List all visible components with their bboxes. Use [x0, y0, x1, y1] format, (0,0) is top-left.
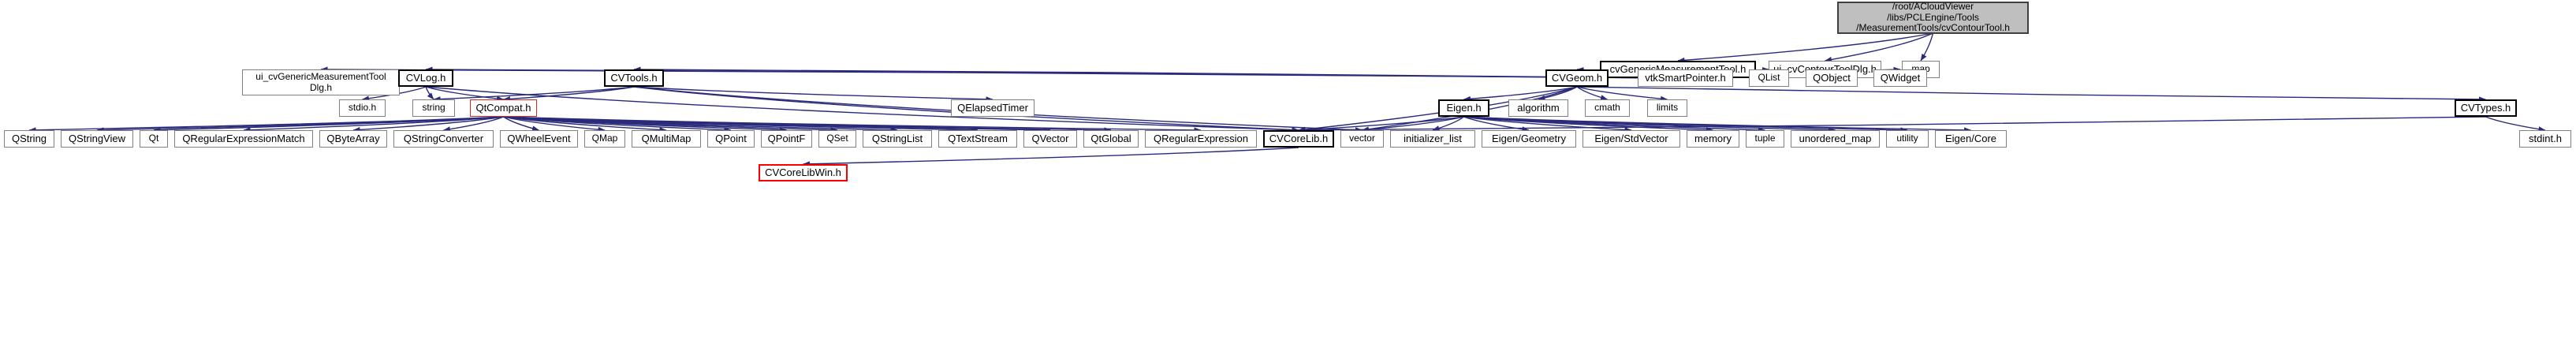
graph-node-unorderedmap[interactable]: unordered_map: [1791, 130, 1880, 148]
graph-edge-cvgeom-to-eigenh: [1463, 86, 1578, 102]
graph-edge-eigenh-to-cvcorelib: [1298, 116, 1464, 133]
graph-node-cvtools[interactable]: CVTools.h: [604, 69, 664, 87]
graph-node-qtextstream[interactable]: QTextStream: [938, 130, 1017, 148]
graph-edge-eigenh-to-utility: [1463, 116, 1908, 133]
graph-edge-qtcompat-to-qregexmatch: [243, 116, 504, 133]
graph-edge-qtcompat-to-qt: [153, 116, 504, 133]
graph-node-stdint[interactable]: stdint.h: [2519, 130, 2571, 148]
graph-edge-root-to-map: [1920, 32, 1934, 62]
graph-edge-cvcorelib-to-cvcorelibwin: [803, 147, 1299, 167]
graph-edge-cvgeom-to-limits: [1576, 86, 1668, 102]
graph-node-cvcorelib[interactable]: CVCoreLib.h: [1263, 130, 1334, 148]
graph-node-utility[interactable]: utility: [1886, 130, 1929, 148]
graph-node-eigenstdvec[interactable]: Eigen/StdVector: [1583, 130, 1680, 148]
graph-node-tuple[interactable]: tuple: [1746, 130, 1784, 148]
graph-node-qt[interactable]: Qt: [140, 130, 168, 148]
graph-edge-eigenh-to-eigengeom: [1463, 116, 1530, 133]
graph-node-qmap[interactable]: QMap: [584, 130, 625, 148]
graph-node-qwheelevent[interactable]: QWheelEvent: [500, 130, 578, 148]
graph-node-qtcompat[interactable]: QtCompat.h: [470, 99, 537, 117]
graph-node-qmultimap[interactable]: QMultiMap: [632, 130, 701, 148]
graph-node-vtksmart[interactable]: vtkSmartPointer.h: [1638, 69, 1733, 87]
graph-edge-cvlog-to-qtcompat: [425, 86, 504, 102]
graph-edge-qtcompat-to-qbytearray: [352, 116, 504, 133]
graph-node-qstringconv[interactable]: QStringConverter: [393, 130, 494, 148]
graph-node-algorithm[interactable]: algorithm: [1508, 99, 1568, 117]
graph-edge-cvtypes-to-stdint: [2485, 116, 2546, 133]
graph-node-qpoint[interactable]: QPoint: [707, 130, 755, 148]
graph-node-qwidget[interactable]: QWidget: [1873, 69, 1927, 87]
graph-node-root[interactable]: /root/ACloudViewer /libs/PCLEngine/Tools…: [1837, 2, 2029, 34]
graph-node-qstringview[interactable]: QStringView: [61, 130, 133, 148]
graph-edge-eigenh-to-eigenstdvec: [1463, 116, 1632, 133]
graph-edge-qtcompat-to-qstringconv: [443, 116, 504, 133]
graph-node-qvector[interactable]: QVector: [1023, 130, 1077, 148]
graph-node-qelapsed[interactable]: QElapsedTimer: [951, 99, 1035, 117]
graph-node-eigengeom[interactable]: Eigen/Geometry: [1482, 130, 1576, 148]
graph-node-uigmtdlg[interactable]: ui_cvGenericMeasurementTool Dlg.h: [242, 69, 400, 95]
graph-node-cvlog[interactable]: CVLog.h: [398, 69, 453, 87]
graph-node-cvgeom[interactable]: CVGeom.h: [1545, 69, 1609, 87]
graph-node-qtglobal[interactable]: QtGlobal: [1083, 130, 1139, 148]
graph-node-qstring[interactable]: QString: [4, 130, 54, 148]
graph-node-qbytearray[interactable]: QByteArray: [319, 130, 387, 148]
graph-node-qregexmatch[interactable]: QRegularExpressionMatch: [174, 130, 313, 148]
graph-edge-root-to-uicvctd: [1825, 32, 1933, 62]
graph-edge-root-to-cvgmt: [1677, 32, 1933, 63]
graph-node-vector[interactable]: vector: [1340, 130, 1384, 148]
graph-edge-qtcompat-to-qregex: [503, 116, 1202, 133]
graph-edge-cvgeom-to-cvtypes: [1576, 86, 2486, 103]
graph-edge-qtcompat-to-qwheelevent: [503, 116, 539, 132]
graph-edge-cvtools-to-qelapsed: [633, 86, 993, 103]
graph-node-limits[interactable]: limits: [1647, 99, 1687, 117]
graph-node-string[interactable]: string: [412, 99, 455, 117]
graph-edge-cvlog-to-cvcorelib: [425, 86, 1299, 133]
graph-edge-cvlog-to-string: [425, 86, 434, 100]
graph-node-cvtypes[interactable]: CVTypes.h: [2455, 99, 2517, 117]
graph-node-memory[interactable]: memory: [1687, 130, 1739, 148]
graph-node-eigenh[interactable]: Eigen.h: [1438, 99, 1489, 117]
graph-edge-cvgeom-to-cmath: [1576, 86, 1608, 100]
graph-node-initlist[interactable]: initializer_list: [1390, 130, 1475, 148]
graph-node-eigencore[interactable]: Eigen/Core: [1935, 130, 2007, 148]
graph-node-qpointf[interactable]: QPointF: [761, 130, 812, 148]
graph-node-cvcorelibwin[interactable]: CVCoreLibWin.h: [759, 164, 848, 181]
graph-edge-cvtools-to-qtcompat: [503, 86, 635, 102]
graph-edge-qtcompat-to-qstring: [28, 116, 504, 133]
graph-edge-qtcompat-to-qmultimap: [503, 116, 667, 133]
graph-node-cmath[interactable]: cmath: [1585, 99, 1630, 117]
graph-node-qobject[interactable]: QObject: [1806, 69, 1858, 87]
graph-node-stdio[interactable]: stdio.h: [339, 99, 386, 117]
graph-node-qregex[interactable]: QRegularExpression: [1145, 130, 1257, 148]
graph-node-qset[interactable]: QSet: [818, 130, 856, 148]
graph-edge-qtcompat-to-qmap: [503, 116, 606, 133]
graph-node-qstringlist[interactable]: QStringList: [863, 130, 932, 148]
graph-edge-cvtools-to-string: [433, 86, 635, 103]
graph-node-qlist[interactable]: QList: [1749, 69, 1789, 87]
